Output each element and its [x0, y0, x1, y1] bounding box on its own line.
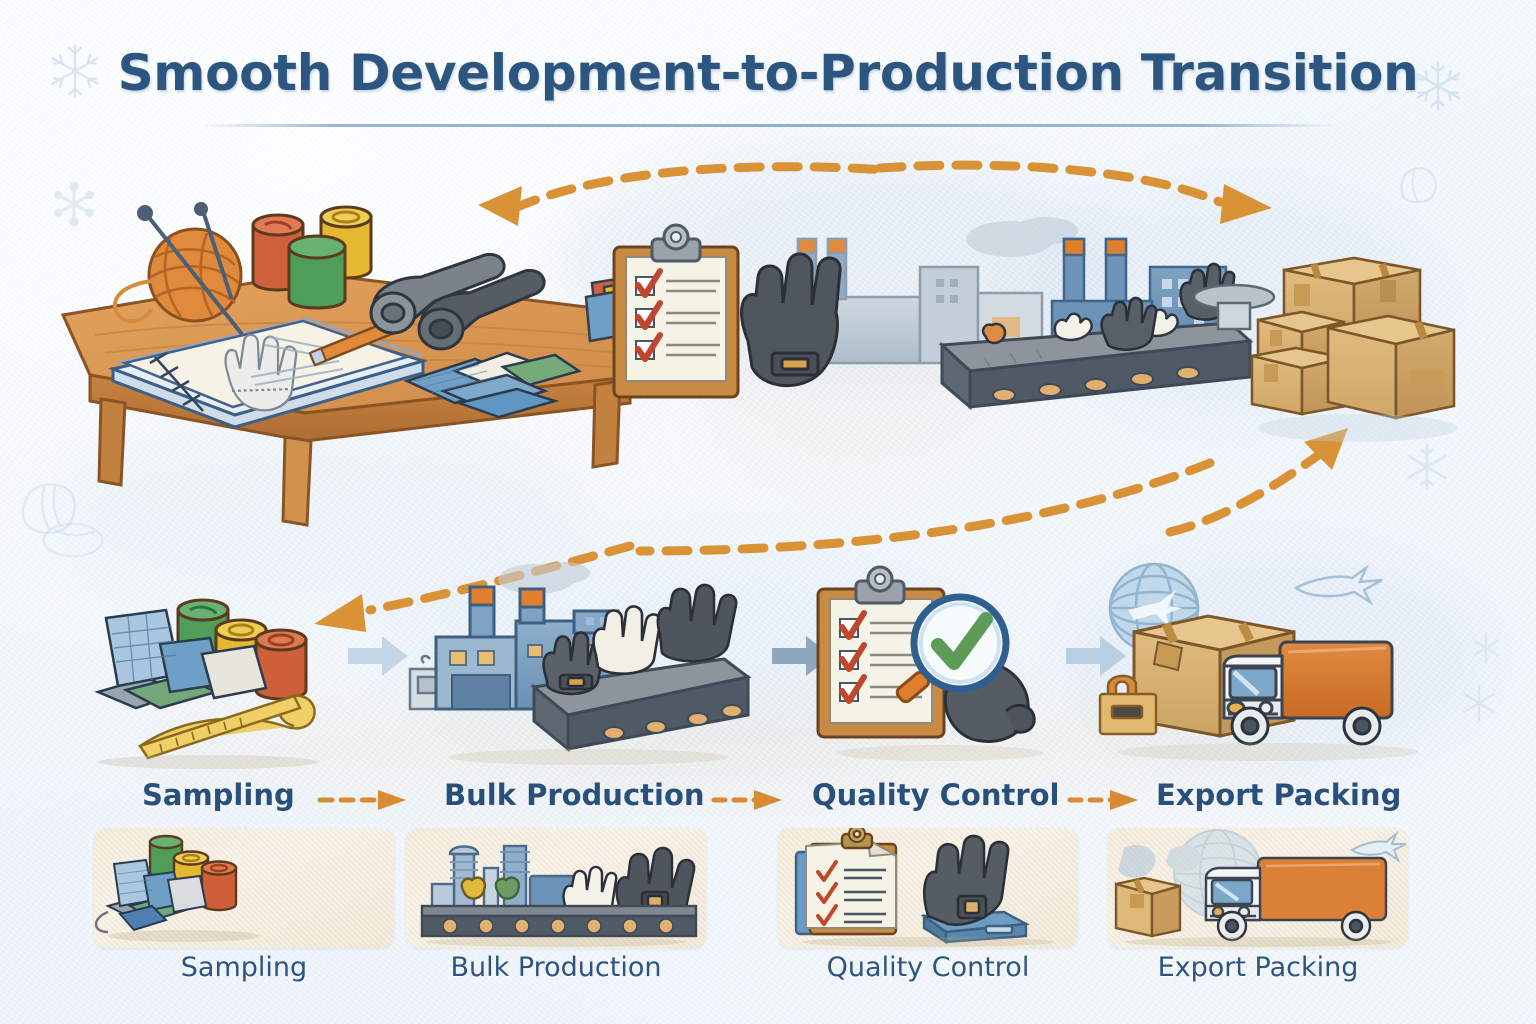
conveyor-gloves-thumb [420, 844, 698, 947]
thumbnail-row-labels: Sampling Bulk Production Quality Control… [0, 952, 1536, 1002]
process-icon-bulk-production [408, 562, 758, 765]
snowflake-icon [1466, 628, 1506, 668]
truck-box-globe-thumb [1114, 829, 1407, 947]
process-icon-sampling [88, 596, 368, 769]
mitten-outline-icon [1398, 166, 1442, 206]
page-header: Smooth Development-to-Production Transit… [0, 44, 1536, 127]
thumbnail-card-bulk-production[interactable] [406, 828, 706, 948]
curved-dashed-arrow-return-mid [600, 455, 1220, 565]
inspection-factory-scene [584, 217, 1276, 465]
thumbnail-card-export-packing[interactable] [1108, 828, 1408, 948]
design-table-scene [55, 185, 675, 555]
process-label-sampling: Sampling [142, 778, 295, 812]
thumbnail-label-export-packing: Export Packing [1157, 952, 1359, 983]
process-arrow-3 [1066, 634, 1128, 678]
process-label-quality-control: Quality Control [812, 778, 1060, 812]
thumbnail-label-quality-control: Quality Control [826, 952, 1030, 983]
clipboard-glove-thumb [794, 828, 1054, 947]
thumbnail-card-row [0, 828, 1536, 948]
process-dashed-arrow-3 [1067, 787, 1142, 813]
process-row-labels: Sampling Bulk Production Quality Control… [0, 778, 1536, 824]
process-dashed-arrow-2 [711, 787, 786, 813]
snowflake-icon [1456, 680, 1502, 726]
snowflake-icon [1400, 440, 1454, 494]
process-label-export-packing: Export Packing [1156, 778, 1402, 812]
thumbnail-label-sampling: Sampling [180, 952, 308, 983]
process-icon-export-packing [1098, 560, 1438, 770]
curved-dashed-arrow-left [470, 160, 890, 240]
process-arrow-1 [348, 634, 410, 678]
process-dashed-arrow-1 [317, 787, 410, 813]
page-title: Smooth Development-to-Production Transit… [117, 44, 1419, 102]
swatches-spools-thumb [94, 834, 260, 942]
process-label-bulk-production: Bulk Production [444, 778, 705, 812]
packing-boxes-scene [1250, 256, 1498, 448]
process-icon-quality-control [810, 565, 1070, 765]
curved-dashed-arrow-right [875, 160, 1280, 240]
thumbnail-card-quality-control[interactable] [778, 828, 1078, 948]
thumbnail-label-bulk-production: Bulk Production [450, 952, 662, 983]
title-divider [198, 124, 1338, 127]
curved-dashed-arrow-return-right [1165, 420, 1360, 540]
thumbnail-card-sampling[interactable] [94, 828, 394, 948]
